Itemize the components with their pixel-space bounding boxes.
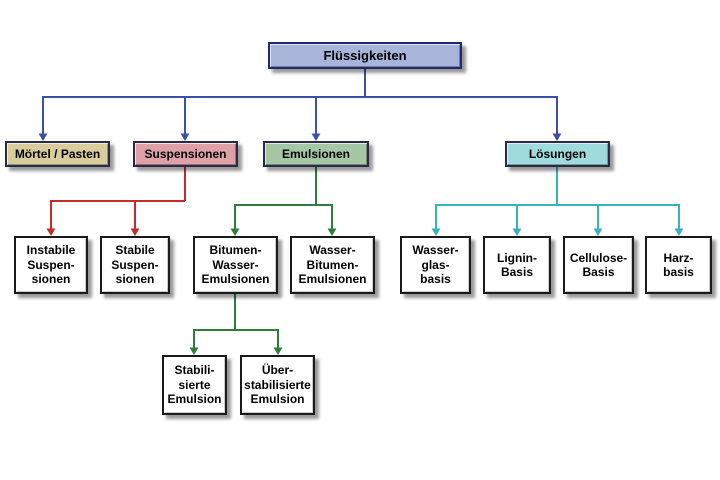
- edge-green-lines: [193, 167, 333, 348]
- node-instabile-suspensionen: Instabile Suspen- sionen: [14, 236, 88, 294]
- node-loesungen: Lösungen: [505, 141, 610, 167]
- node-fluessigkeiten: Flüssigkeiten: [268, 42, 462, 69]
- edge-red-lines: [50, 167, 186, 229]
- node-emulsionen: Emulsionen: [263, 141, 369, 167]
- node-wasserglas-basis: Wasser- glas- basis: [400, 236, 471, 294]
- edge-blue-lines: [42, 69, 558, 134]
- node-cellulose-basis: Cellulose- Basis: [563, 236, 634, 294]
- edge-cyan-lines: [435, 167, 680, 229]
- node-bitumen-wasser-emulsionen: Bitumen- Wasser- Emulsionen: [193, 236, 278, 294]
- node-lignin-basis: Lignin- Basis: [483, 236, 551, 294]
- node-moertel-pasten: Mörtel / Pasten: [5, 141, 110, 167]
- node-ueberstabilisierte-emulsion: Über- stabilisierte Emulsion: [240, 355, 315, 415]
- arrowheads-red: [46, 228, 140, 236]
- node-stabile-suspensionen: Stabile Suspen- sionen: [100, 236, 170, 294]
- node-suspensionen: Suspensionen: [133, 141, 238, 167]
- node-harz-basis: Harz- basis: [645, 236, 712, 294]
- arrowheads-cyan: [431, 228, 684, 236]
- node-wasser-bitumen-emulsionen: Wasser- Bitumen- Emulsionen: [290, 236, 375, 294]
- node-stabilisierte-emulsion: Stabili- sierte Emulsion: [162, 355, 227, 415]
- arrowheads-blue: [38, 133, 562, 141]
